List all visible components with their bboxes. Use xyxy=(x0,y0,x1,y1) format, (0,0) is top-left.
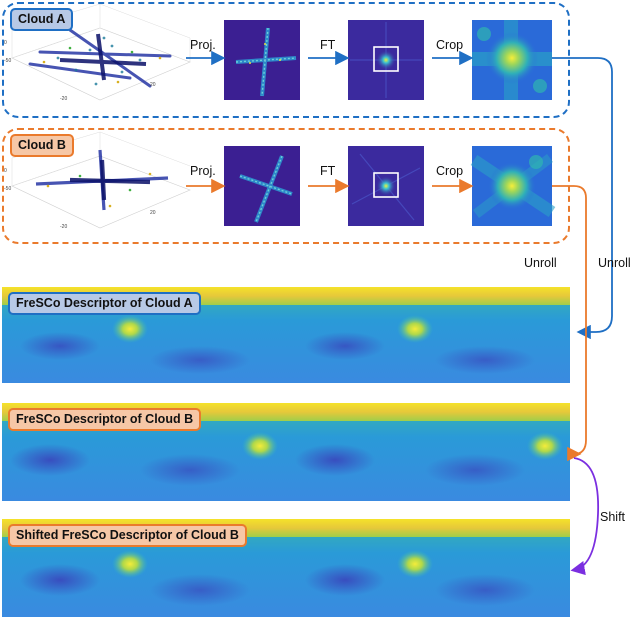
descriptor-b-shifted-title: Shifted FreSCo Descriptor of Cloud B xyxy=(8,524,247,547)
svg-text:0: 0 xyxy=(4,40,7,46)
descriptor-a-title: FreSCo Descriptor of Cloud A xyxy=(8,292,201,315)
crop-a-image xyxy=(472,20,552,100)
unroll-arrow-a xyxy=(552,57,613,340)
cloud-a-panel xyxy=(2,2,570,118)
unroll-arrow-b xyxy=(552,185,587,462)
projection-b-image xyxy=(224,146,300,226)
svg-text:-50: -50 xyxy=(4,186,11,192)
shift-arrow xyxy=(570,457,599,576)
svg-text:0: 0 xyxy=(4,168,7,174)
crop-b-image xyxy=(470,146,556,226)
descriptor-b-title: FreSCo Descriptor of Cloud B xyxy=(8,408,202,431)
ft-label-a: FT xyxy=(320,38,336,52)
svg-text:-20: -20 xyxy=(60,96,67,102)
fourier-b-image xyxy=(348,146,424,226)
ft-label-b: FT xyxy=(320,164,336,178)
descriptor-b-shifted-heatmap xyxy=(2,519,570,617)
shift-label: Shift xyxy=(600,510,626,524)
svg-text:-20: -20 xyxy=(60,224,67,230)
point-cloud-a-plot: -50 0 -20 20 xyxy=(4,3,191,102)
projection-a-image xyxy=(224,20,300,100)
fourier-a-image xyxy=(348,20,424,100)
svg-text:20: 20 xyxy=(150,82,156,88)
proj-label-b: Proj. xyxy=(190,164,216,178)
svg-text:20: 20 xyxy=(150,210,156,216)
unroll-label-a: Unroll xyxy=(598,256,631,270)
crop-label-a: Crop xyxy=(436,38,464,52)
proj-label-a: Proj. xyxy=(190,38,216,52)
crop-label-b: Crop xyxy=(436,164,464,178)
cloud-b-title: Cloud B xyxy=(10,134,74,157)
point-cloud-b-plot: -50 0 -20 20 xyxy=(4,131,191,230)
cloud-b-panel xyxy=(2,128,570,244)
unroll-label-b: Unroll xyxy=(524,256,557,270)
cloud-a-title: Cloud A xyxy=(10,8,74,31)
svg-text:-50: -50 xyxy=(4,58,11,64)
